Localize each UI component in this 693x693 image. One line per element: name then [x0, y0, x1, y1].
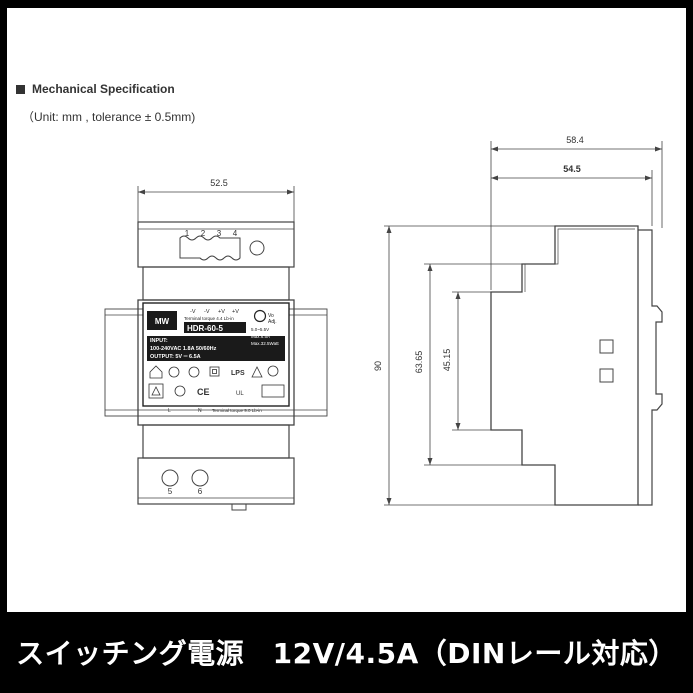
bullet-square-icon [16, 84, 25, 94]
terminal-number-3: 3 [217, 229, 222, 238]
max-current: Max.6.5A [251, 334, 270, 339]
pin-label-3: +V [218, 309, 225, 315]
ce-circle-icon [174, 385, 186, 397]
double-insulation-icon [209, 366, 220, 377]
max-power: Max.32.5Watt [251, 341, 279, 346]
dim-height: 90 [373, 361, 383, 371]
dim-mid-height: 63.65 [414, 351, 424, 374]
recycle-icon [267, 365, 279, 377]
brand-logo [147, 311, 177, 330]
pin-label-4: +V [232, 309, 239, 315]
ce-mark-icon: CE [197, 387, 210, 397]
warning-symbol-icon [148, 383, 164, 399]
barcode-icon [261, 384, 285, 398]
section-title-text: Mechanical Specification [32, 82, 175, 96]
terminal-number-6: 6 [198, 487, 203, 496]
banner-title: スイッチング電源 12V/4.5A（DINレール対応） [16, 637, 677, 670]
pin-label-2: -V [204, 309, 210, 315]
input-title: INPUT: [150, 338, 168, 344]
dim-width-front: 52.5 [210, 178, 228, 188]
ul-mark-icon [188, 366, 200, 378]
terminal-number-5: 5 [168, 487, 173, 496]
voltage-range: 5.0~5.5V [251, 327, 269, 332]
terminal-number-4: 4 [233, 229, 238, 238]
model-name: HDR-60-5 [187, 324, 224, 333]
adjust-knob-icon [253, 309, 267, 323]
section-title: Mechanical Specification [16, 82, 175, 96]
frame-top-border [0, 0, 693, 8]
input-spec: 100-240VAC 1.8A 50/60Hz [150, 346, 217, 352]
ul-listed-icon: UL [236, 391, 244, 397]
dim-overall-depth: 58.4 [566, 135, 584, 145]
front-view [104, 186, 328, 511]
terminal-number-1: 1 [185, 229, 190, 238]
dim-body-depth: 54.5 [563, 164, 581, 174]
torque-top-label: Terminal torque 4.4 Lb-in [184, 316, 234, 321]
svg-text:MW: MW [155, 317, 170, 326]
torque-bottom-label: Terminal torque 9.0 Lb-in [212, 408, 262, 413]
pin-label-1: -V [190, 309, 196, 315]
warning-triangle-icon [251, 366, 263, 378]
title-banner [0, 612, 693, 693]
frame-left-border [0, 0, 7, 693]
house-icon [149, 365, 163, 379]
bottom-pin-l: L [168, 408, 171, 414]
bottom-pin-n: N [198, 408, 202, 414]
terminal-number-2: 2 [201, 229, 206, 238]
frame-right-border [686, 0, 693, 693]
output-spec: OUTPUT: 5V ═ 6.5A [150, 354, 201, 360]
unit-note: （Unit: mm , tolerance ± 0.5mm) [22, 110, 196, 124]
dim-inner-height: 45.15 [442, 349, 452, 372]
lps-mark-icon: LPS [231, 370, 245, 377]
side-view [384, 141, 663, 506]
cert-badge-icon [168, 366, 180, 378]
